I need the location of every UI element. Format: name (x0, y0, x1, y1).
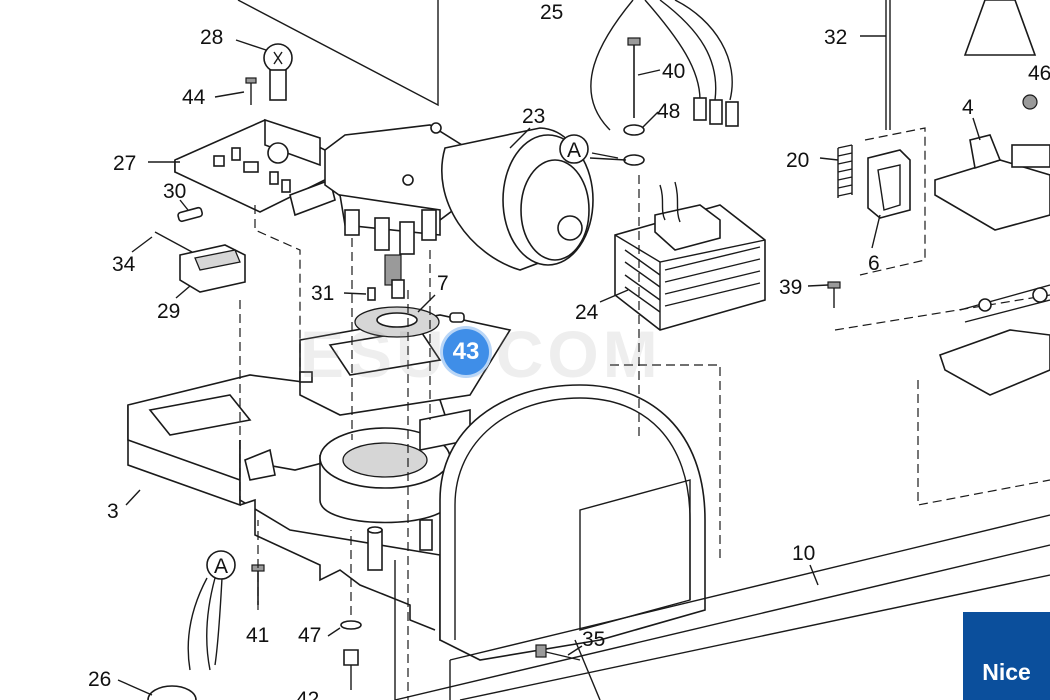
bulb (263, 43, 293, 101)
part-label-39: 39 (779, 276, 802, 299)
base-housing (127, 314, 721, 661)
part-label-32: 32 (824, 26, 847, 49)
page-number-badge[interactable]: 43 (443, 329, 489, 375)
part-label-25: 25 (540, 1, 563, 24)
callout-a-top: A (559, 134, 589, 164)
part-label-24: 24 (575, 301, 599, 324)
bolt-42 (340, 620, 362, 690)
part-label-42: 42 (296, 688, 319, 700)
part-label-28: 28 (200, 26, 223, 49)
screw-35 (535, 644, 581, 661)
nut-46 (1022, 94, 1038, 110)
gear-motor (324, 122, 594, 286)
part-label-35: 35 (582, 628, 605, 651)
screw-40 (589, 37, 645, 166)
connector-block (179, 244, 246, 293)
part-label-48: 48 (657, 100, 680, 123)
release-latch (867, 149, 911, 219)
fuse (177, 206, 204, 223)
part-label-27: 27 (113, 152, 136, 175)
part-label-31: 31 (311, 282, 334, 305)
wire-lead (147, 577, 223, 700)
gear-ring (354, 279, 440, 338)
part-label-3: 3 (107, 500, 119, 523)
chain-carriage (834, 284, 1050, 506)
callout-a-label: A (567, 139, 581, 162)
small-spring (449, 312, 465, 323)
back-panel (237, 0, 439, 107)
screw-39 (827, 281, 841, 308)
part-label-30: 30 (163, 180, 186, 203)
cone (963, 0, 1037, 56)
part-label-7: 7 (437, 272, 449, 295)
part-label-46: 46 (1028, 62, 1050, 85)
part-label-4: 4 (962, 96, 974, 119)
part-label-26: 26 (88, 668, 111, 691)
carriage-part (934, 134, 1050, 231)
pin (367, 287, 376, 301)
callout-a-label: A (214, 555, 228, 578)
screw-44 (245, 77, 257, 105)
part-label-20: 20 (786, 149, 809, 172)
part-label-44: 44 (182, 86, 206, 109)
wiring-harness (590, 0, 739, 131)
part-label-40: 40 (662, 60, 685, 83)
part-label-29: 29 (157, 300, 180, 323)
part-label-6: 6 (868, 252, 880, 275)
leader-lines (117, 35, 981, 696)
control-board (174, 118, 347, 217)
assembly-guides (239, 175, 640, 700)
guide-rail (394, 514, 1050, 700)
brand-logo: Nice (963, 612, 1050, 700)
screw-41 (251, 564, 265, 605)
part-label-47: 47 (298, 624, 321, 647)
part-label-41: 41 (246, 624, 269, 647)
part-label-23: 23 (522, 105, 545, 128)
callout-a-bottom: A (206, 550, 236, 580)
part-label-10: 10 (792, 542, 815, 565)
part-labels: 25 28 44 27 30 34 29 23 40 48 32 46 4 20… (88, 1, 1050, 700)
transformer (614, 181, 766, 331)
spring (837, 144, 853, 198)
screw-34 (154, 231, 193, 253)
part-label-34: 34 (112, 253, 136, 276)
